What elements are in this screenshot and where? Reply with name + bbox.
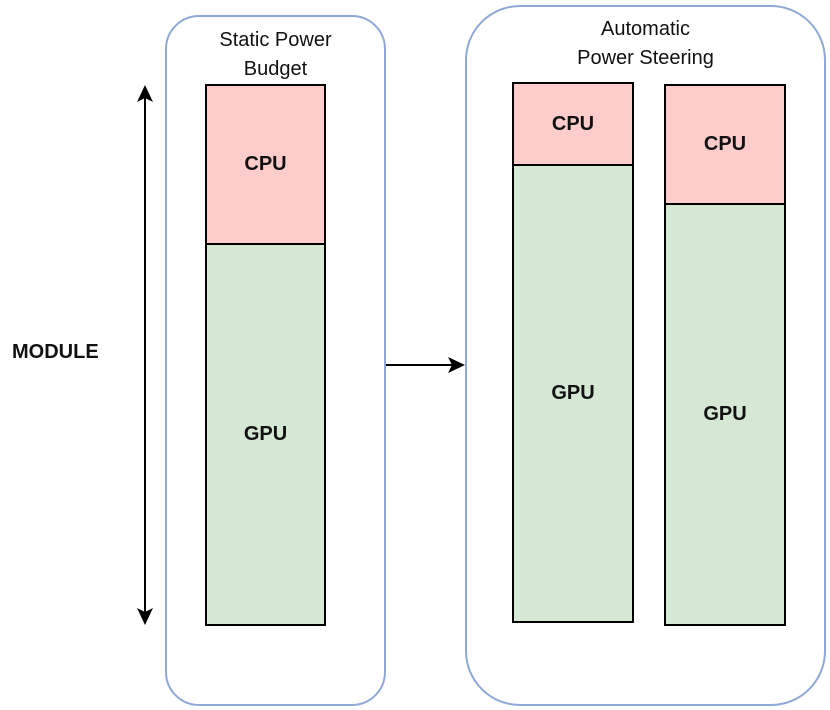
cpu-segment: CPU: [207, 86, 324, 245]
gpu-segment: GPU: [207, 245, 324, 624]
cpu-segment: CPU: [514, 84, 632, 166]
automatic-power-steering-title: Automatic Power Steering: [577, 18, 714, 69]
module-height-arrow: [137, 85, 153, 625]
gpu-segment: GPU: [666, 205, 784, 624]
transition-arrow: [386, 357, 465, 373]
steering-bar-1: CPU GPU: [512, 82, 634, 623]
static-budget-bar: CPU GPU: [205, 84, 326, 626]
cpu-segment: CPU: [666, 86, 784, 205]
gpu-segment: GPU: [514, 166, 632, 621]
static-power-budget-title: Static Power Budget: [219, 29, 332, 80]
module-label: MODULE: [12, 341, 99, 363]
steering-bar-2: CPU GPU: [664, 84, 786, 626]
